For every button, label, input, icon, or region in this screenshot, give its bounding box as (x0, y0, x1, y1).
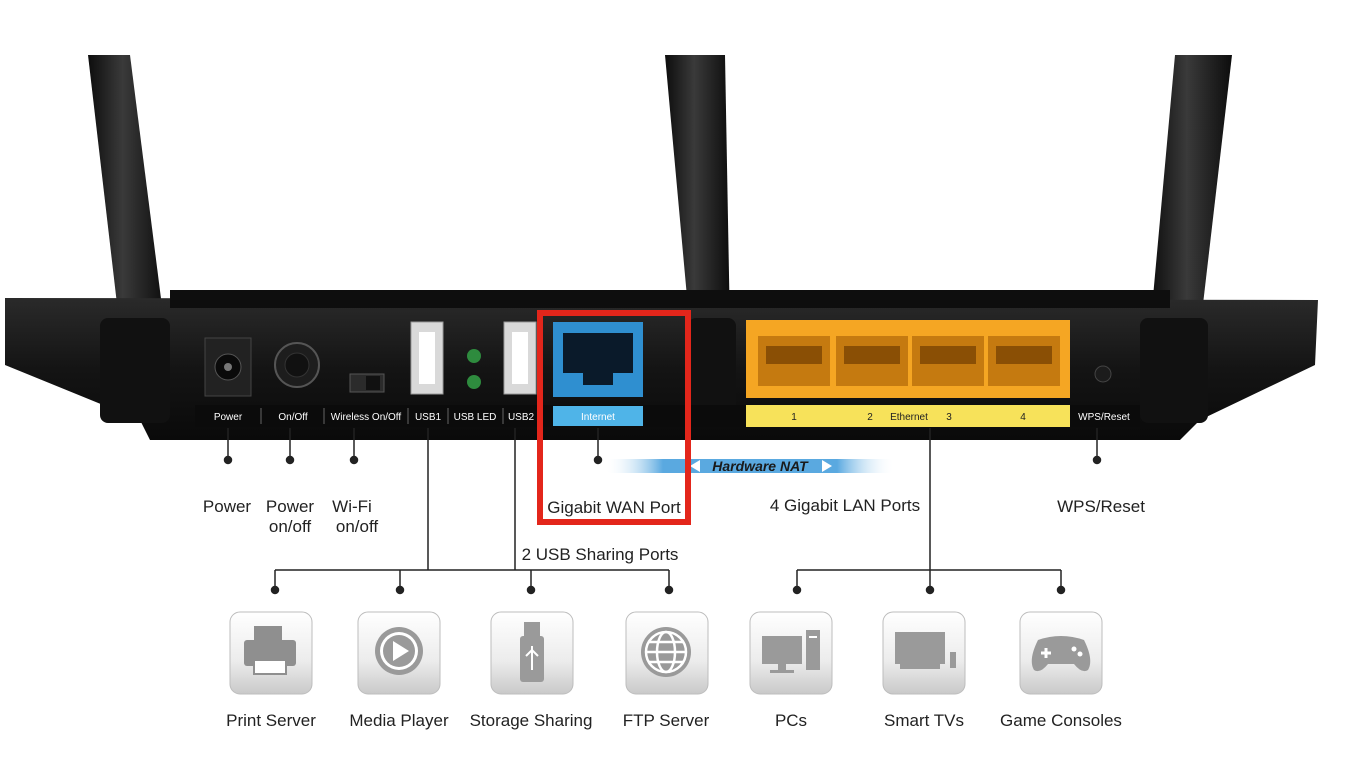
label-wireless-on-off: Wireless On/Off (331, 412, 402, 423)
usb-app-media-player: Media Player (349, 611, 449, 730)
wps-reset-button[interactable] (1094, 365, 1112, 383)
app-label-ftp-server: FTP Server (623, 711, 710, 730)
globe-icon (641, 627, 691, 677)
label-power: Power (214, 412, 243, 423)
wireless-switch[interactable] (349, 373, 385, 393)
app-label-game-consoles: Game Consoles (1000, 711, 1122, 730)
lan-port-4 (988, 336, 1060, 386)
antenna-middle (665, 55, 730, 330)
label-usb2: USB2 (508, 412, 535, 423)
gamepad-icon (1031, 636, 1091, 672)
power-jack (204, 337, 252, 397)
label-lan-1: 1 (791, 412, 797, 423)
callout-usb-sharing-ports: 2 USB Sharing Ports (522, 545, 679, 564)
app-label-print-server: Print Server (226, 711, 316, 730)
label-ethernet: Ethernet (890, 412, 928, 423)
usb-app-ftp-server: FTP Server (623, 611, 710, 730)
wan-port (553, 322, 643, 426)
usb2-port (503, 321, 537, 395)
app-label-smart-tvs: Smart TVs (884, 711, 964, 730)
callout-power-on-off-line2: on/off (269, 517, 312, 536)
app-label-media-player: Media Player (349, 711, 449, 730)
antenna-right (1150, 55, 1232, 330)
callout-lan-ports: 4 Gigabit LAN Ports (770, 496, 920, 515)
label-lan-3: 3 (946, 412, 952, 423)
lan-port-1 (758, 336, 830, 386)
label-wps-reset: WPS/Reset (1078, 412, 1130, 423)
play-icon (375, 627, 423, 675)
label-on-off: On/Off (278, 412, 307, 423)
callout-lines (223, 428, 1102, 595)
label-usb1: USB1 (415, 412, 442, 423)
label-internet: Internet (581, 412, 615, 423)
callout-wps-reset: WPS/Reset (1057, 497, 1145, 516)
usb1-port (410, 321, 444, 395)
hardware-nat-banner: Hardware NAT (605, 458, 895, 474)
wan-highlight-box (537, 310, 691, 525)
callout-power: Power (203, 497, 252, 516)
callout-wifi-line2: on/off (336, 517, 379, 536)
app-label-pcs: PCs (775, 711, 807, 730)
hardware-nat-label: Hardware NAT (712, 458, 809, 474)
desktop-pc-icon (762, 630, 820, 673)
antenna-left (88, 55, 165, 330)
lan-app-smart-tvs: Smart TVs (882, 611, 966, 730)
label-lan-2: 2 (867, 412, 873, 423)
usb-led-indicators (467, 349, 481, 389)
label-usb-led: USB LED (454, 412, 497, 423)
lan-app-pcs: PCs (749, 611, 833, 730)
lan-port-3 (912, 336, 984, 386)
label-lan-4: 4 (1020, 412, 1026, 423)
power-button[interactable] (274, 342, 320, 388)
usb-app-print-server: Print Server (226, 611, 316, 730)
usb-drive-icon (520, 622, 544, 682)
lan-port-2 (836, 336, 908, 386)
callout-gigabit-wan-port: Gigabit WAN Port (547, 498, 681, 517)
tv-icon (895, 632, 956, 669)
app-label-storage-sharing: Storage Sharing (470, 711, 593, 730)
callout-wifi-line1: Wi-Fi (332, 497, 372, 516)
usb-app-storage-sharing: Storage Sharing (470, 611, 593, 730)
callout-power-on-off-line1: Power (266, 497, 315, 516)
printer-icon (244, 626, 296, 675)
lan-app-game-consoles: Game Consoles (1000, 611, 1122, 730)
